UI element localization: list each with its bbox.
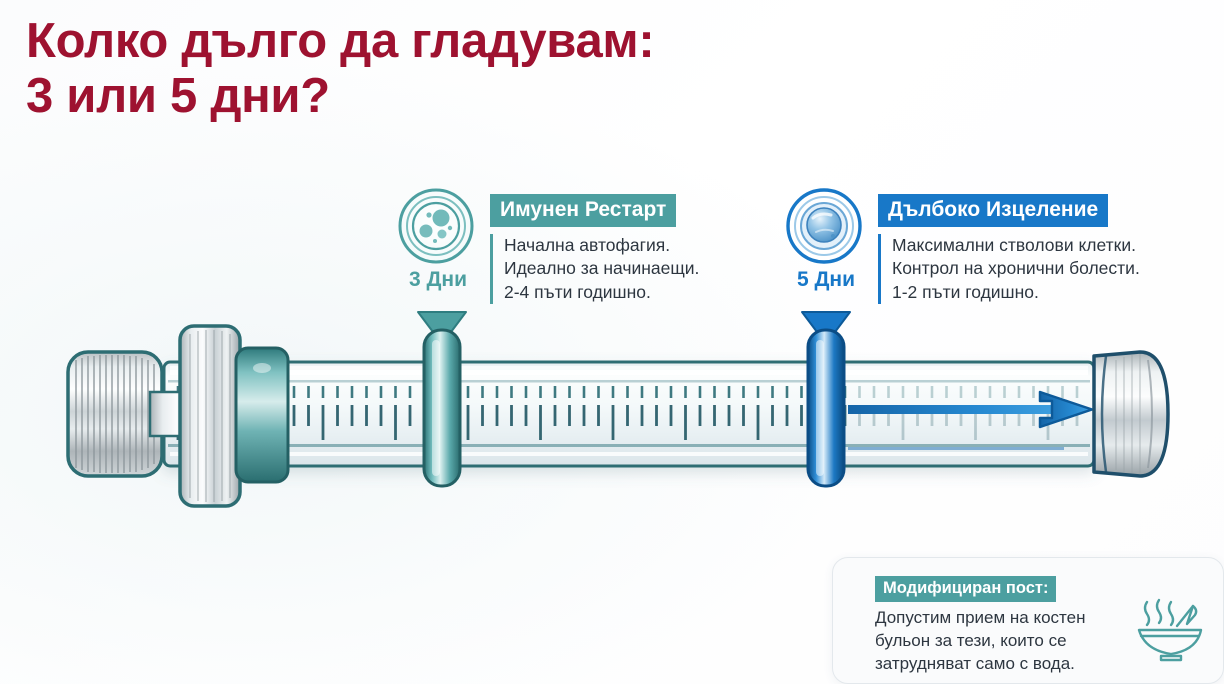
day-label-5: 5 Дни (796, 268, 856, 291)
callout-3-line-1: Начална автофагия. (504, 235, 671, 256)
callout-3-line-3: 2-4 пъти годишно. (504, 281, 651, 302)
plunger-knob-icon (66, 324, 290, 508)
note-line-3: затрудняват само с вода. (875, 654, 1075, 674)
soup-bowl-icon (1137, 598, 1203, 662)
note-badge: Модифициран пост: (875, 576, 1057, 602)
callout-5-line-2: Контрол на хронични болести. (892, 258, 1140, 279)
right-arrow-icon (848, 390, 1094, 450)
marker-band-3-days (417, 311, 467, 488)
note-lines: Допустим прием на костен бульон за тези,… (875, 606, 1085, 675)
badge-immune-restart: Имунен Рестарт (490, 194, 677, 228)
callout-5-line-3: 1-2 пъти годишно. (892, 281, 1039, 302)
marker-band-5-days (801, 311, 851, 488)
stem-cell-icon (786, 188, 862, 264)
callout-3-body: Имунен Рестарт Начална автофагия. Идеалн… (490, 194, 699, 304)
badge-deep-healing: Дълбоко Изцеление (878, 194, 1109, 228)
title-line-1: Колко дълго да гладувам: (26, 14, 655, 68)
callout-5-lines: Максимални стволови клетки. Контрол на х… (878, 234, 1140, 304)
callout-5-line-1: Максимални стволови клетки. (892, 235, 1136, 256)
note-line-1: Допустим прием на костен (875, 608, 1086, 627)
callout-3-lines: Начална автофагия. Идеално за начинаещи.… (490, 234, 699, 304)
title-line-2: 3 или 5 дни? (26, 68, 330, 123)
syringe-tip-icon (1092, 350, 1170, 478)
cell-dish-icon (398, 188, 474, 264)
callout-5-body: Дълбоко Изцеление Максимални стволови кл… (878, 194, 1140, 304)
day-label-3: 3 Дни (408, 268, 468, 291)
page-title: Колко дълго да гладувам: 3 или 5 дни? (26, 14, 786, 124)
callout-3-line-2: Идеално за начинаещи. (504, 258, 700, 279)
modified-fast-note-card[interactable]: Модифициран пост: Допустим прием на кост… (832, 557, 1224, 684)
note-line-2: бульон за тези, които се (875, 631, 1067, 651)
